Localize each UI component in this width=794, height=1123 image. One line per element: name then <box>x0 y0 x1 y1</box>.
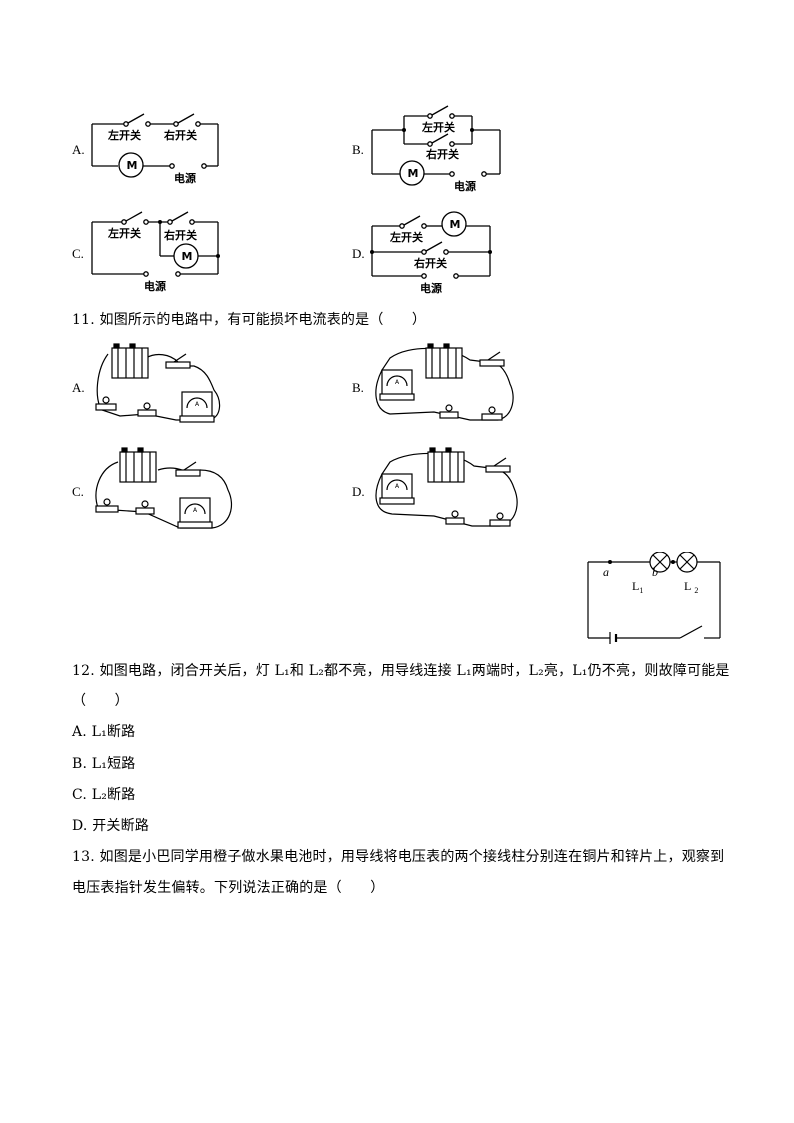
q12-option-d: D. 开关断路 <box>72 818 150 834</box>
lamp1-label: L1 <box>632 579 643 595</box>
right-switch-label: 右开关 <box>163 228 197 242</box>
q10-option-a-label: A. <box>72 142 85 157</box>
ammeter-label: A <box>193 507 198 514</box>
q10-option-c-label: C. <box>72 246 84 261</box>
right-switch-label: 右开关 <box>425 147 459 161</box>
left-switch-label: 左开关 <box>107 226 141 240</box>
q10-circuit-d: M 左开关 右开关 电源 <box>370 211 492 295</box>
q12-question-line1: 12. 如图电路，闭合开关后，灯 L₁和 L₂都不亮，用导线连接 L₁两端时，L… <box>72 663 730 679</box>
right-switch-label: 右开关 <box>163 128 197 142</box>
q11-picture-b: A <box>375 343 514 421</box>
source-label: 电源 <box>454 179 476 193</box>
q12-option-a: A. L₁断路 <box>72 724 136 740</box>
q12-option-b: B. L₁短路 <box>72 756 136 772</box>
q10-option-b-label: B. <box>352 142 364 157</box>
ammeter-label: A <box>195 401 200 408</box>
ammeter-label: A <box>395 483 400 490</box>
q11-picture-d: A <box>375 447 518 527</box>
source-label: 电源 <box>174 171 196 185</box>
motor-label: M <box>408 167 419 180</box>
q13-question-line2: 电压表指针发生偏转。下列说法正确的是（ ） <box>72 880 385 896</box>
motor-label: M <box>450 218 461 231</box>
point-a-label: a <box>603 565 609 579</box>
q11-option-a-label: A. <box>72 380 85 395</box>
q10-option-d-label: D. <box>352 246 365 261</box>
source-label: 电源 <box>144 279 166 293</box>
q11-question: 11. 如图所示的电路中，有可能损坏电流表的是（ ） <box>72 312 427 328</box>
q12-option-c: C. L₂断路 <box>72 787 136 803</box>
q10-circuit-c: M 左开关 右开关 电源 <box>91 211 220 293</box>
left-switch-label: 左开关 <box>389 230 423 244</box>
q10-circuit-b: M 左开关 右开关 电源 <box>371 105 501 193</box>
source-label: 电源 <box>420 281 442 295</box>
left-switch-label: 左开关 <box>107 128 141 142</box>
q10-circuit-a: M 左开关 右开关 电源 <box>91 113 219 185</box>
motor-label: M <box>127 159 138 172</box>
q11-picture-c: A <box>95 447 233 529</box>
point-b-label: b <box>652 565 658 579</box>
q11-option-b-label: B. <box>352 380 364 395</box>
ammeter-label: A <box>395 379 400 386</box>
q12-question-line2: （ ） <box>72 693 129 709</box>
q11-option-c-label: C. <box>72 484 84 499</box>
q13-question-line1: 13. 如图是小巴同学用橙子做水果电池时，用导线将电压表的两个接线柱分别连在铜片… <box>72 849 725 865</box>
left-switch-label: 左开关 <box>421 120 455 134</box>
right-switch-label: 右开关 <box>413 256 447 270</box>
motor-label: M <box>182 250 193 263</box>
q11-picture-a: A <box>95 343 221 423</box>
q11-option-d-label: D. <box>352 484 365 499</box>
